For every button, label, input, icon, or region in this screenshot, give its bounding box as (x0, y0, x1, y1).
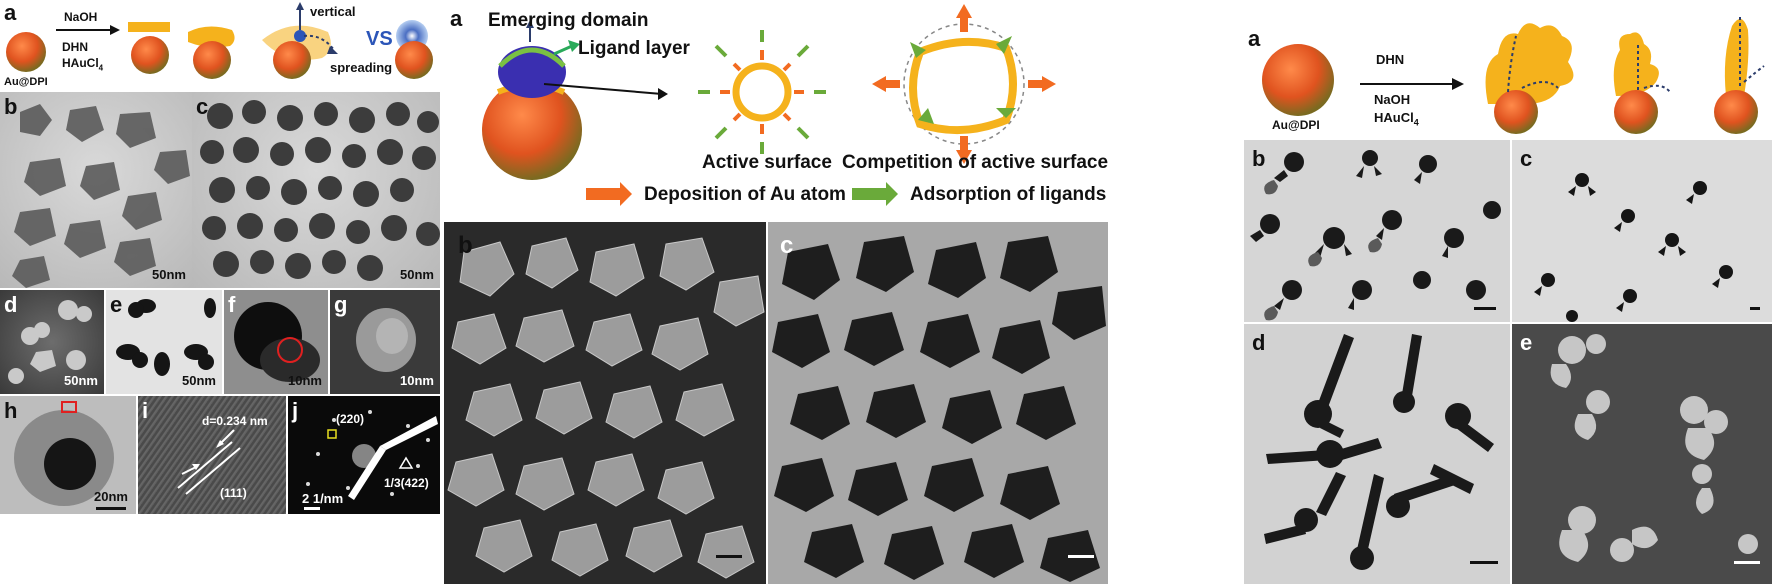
legend-deposition-label: Deposition of Au atom (644, 184, 846, 205)
arrow-label-bottom-2: HAuCl4 (1374, 110, 1419, 128)
tem-nanoparticles (772, 236, 1106, 582)
panel-label: c (196, 94, 209, 119)
arrow-label-top: DHN (1376, 52, 1405, 67)
ligand-layer-label: Ligand layer (578, 38, 690, 59)
scale-label: 10nm (288, 373, 322, 388)
panel-label: h (4, 398, 18, 423)
panel-label: c (1520, 146, 1533, 171)
scale-bar (1068, 555, 1094, 558)
left-panel-j: j (220) 1/3(422) 2 1/nm (288, 396, 440, 514)
scale-bar (1734, 561, 1760, 564)
scale-label: 50nm (64, 373, 98, 388)
sem-particles (8, 300, 92, 384)
scale-bar (304, 507, 320, 510)
panel-label: d (1252, 330, 1266, 355)
scale-label: 50nm (152, 267, 186, 282)
spot-label-422: 1/3(422) (384, 476, 429, 490)
panel-label: c (780, 232, 794, 259)
panel-label: a (1248, 26, 1261, 51)
panel-label: a (450, 6, 463, 31)
scale-label: 50nm (182, 373, 216, 388)
active-surface-label: Active surface (702, 152, 832, 173)
tem-particle-closeup (234, 302, 320, 382)
tem-core-shell (14, 401, 114, 506)
sem-branched-particles (1550, 334, 1758, 562)
legend-adsorption-label: Adsorption of ligands (910, 184, 1107, 205)
seed-label: Au@DPI (1272, 118, 1320, 132)
scale-bar (1474, 307, 1496, 310)
right-scheme-a: a (1244, 0, 1772, 138)
panel-label: b (1252, 146, 1266, 171)
emerging-domain-label: Emerging domain (488, 10, 649, 31)
scale-bar (96, 507, 126, 510)
left-panel-e: e 50nm (106, 290, 222, 394)
seed-particle (6, 32, 46, 72)
middle-scheme-a: a (444, 0, 1108, 222)
panel-label: e (110, 292, 123, 317)
right-panel-e: e (1512, 324, 1772, 584)
scale-bar (1750, 307, 1760, 310)
legend-orange-arrow (586, 182, 632, 206)
left-panel-i: i d=0.234 nm (111) (138, 396, 286, 514)
right-panel-b: b (1244, 140, 1510, 322)
arrow-label-bottom-2: HAuCl4 (62, 56, 104, 73)
gold-plate (128, 22, 170, 32)
scale-bar (1470, 561, 1498, 564)
scale-bar (716, 555, 742, 558)
left-panel-g: g 10nm (330, 290, 440, 394)
right-panel-d: d (1244, 324, 1510, 584)
middle-panel-b: b (444, 222, 766, 584)
scale-label: 2 1/nm (302, 491, 344, 506)
spot-label-220: (220) (336, 412, 365, 426)
right-scheme-drawing (1262, 14, 1765, 134)
panel-label: a (4, 0, 17, 25)
lattice-annotation (177, 429, 241, 495)
panel-label: d (4, 292, 18, 317)
d-spacing-label: d=0.234 nm (202, 414, 268, 428)
tem-branched-particles (1534, 173, 1733, 322)
tem-particles (12, 104, 190, 288)
left-panel-c: c 50nm (192, 92, 440, 288)
active-surface-ring (732, 62, 792, 122)
seed-particle (482, 80, 582, 180)
panel-label: b (458, 232, 473, 259)
diffraction-pattern (306, 410, 438, 500)
seed-particle (1262, 44, 1334, 116)
right-panel-c: c (1512, 140, 1772, 322)
panel-label: j (292, 398, 299, 423)
tem-particles (200, 100, 440, 281)
left-scheme-a: a (0, 0, 500, 92)
arrow-label-bottom-1: NaOH (1374, 92, 1411, 107)
plane-label: (111) (220, 486, 247, 500)
scale-label: 50nm (400, 267, 434, 282)
arrow-label-top: NaOH (64, 10, 98, 24)
competition-shape (909, 37, 1017, 135)
competition-label: Competition of active surface (842, 152, 1108, 173)
scale-label: 10nm (400, 373, 434, 388)
panel-label: f (228, 292, 236, 317)
panel-label: g (334, 292, 348, 317)
middle-scheme-drawing (482, 4, 1056, 206)
left-panel-f: f 10nm (224, 290, 328, 394)
vs-label: VS (366, 28, 393, 50)
tem-particles (116, 298, 216, 376)
sem-particle-closeup (356, 308, 416, 372)
left-panel-h: h 20nm (0, 396, 136, 514)
middle-panel-c: c (768, 222, 1108, 584)
vertical-label: vertical (310, 4, 356, 19)
seed-label: Au@DPI (4, 76, 48, 88)
spreading-label: spreading (330, 60, 393, 75)
tem-elongated-particles (1264, 334, 1494, 570)
arrow-label-bottom-1: DHN (62, 40, 88, 54)
legend-green-arrow (852, 182, 898, 206)
left-panel-d: d 50nm (0, 290, 104, 394)
panel-label: b (4, 94, 18, 119)
tem-branched-particles (1250, 150, 1501, 321)
panel-label: i (142, 398, 149, 423)
scale-label: 20nm (94, 489, 128, 504)
sem-nanoparticles (447, 237, 765, 579)
left-panel-b: b 50nm (0, 92, 192, 288)
panel-label: e (1520, 330, 1533, 355)
left-scheme-drawing (6, 2, 433, 79)
